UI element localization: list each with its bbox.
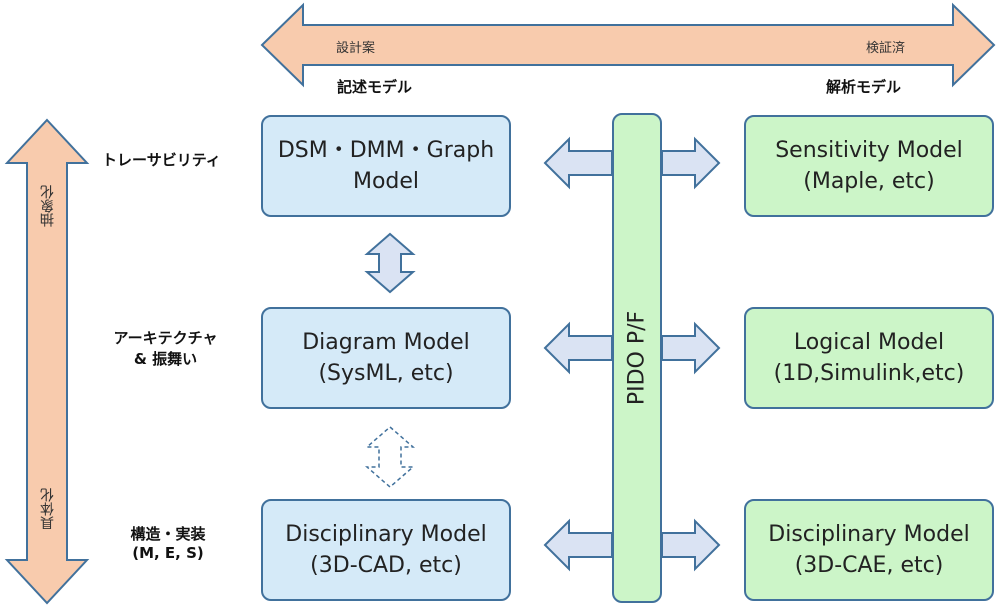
level-label-architecture-line2: & 振舞い	[133, 350, 198, 368]
right-connector-arrow-2	[661, 321, 721, 375]
disciplinary-cae-model-title: Disciplinary Model	[768, 522, 970, 547]
design-to-verified-axis-arrow	[260, 2, 996, 88]
left-connector-arrow-2	[543, 321, 613, 375]
level-label-structure-line1: 構造・実装	[130, 525, 206, 543]
level-label-traceability: トレーサビリティ	[102, 151, 221, 169]
diagram-model-subtitle: (SysML, etc)	[318, 361, 454, 386]
level-label-structure-line2: (M, E, S)	[132, 544, 204, 562]
diagram-model-box: Diagram Model (SysML, etc)	[261, 307, 511, 409]
sensitivity-model-subtitle: (Maple, etc)	[803, 169, 935, 194]
logical-model-box: Logical Model (1D,Simulink,etc)	[744, 307, 994, 409]
dsm-dmm-graph-model-box: DSM・DMM・Graph Model	[261, 115, 511, 217]
left-connector-arrow-1	[543, 136, 613, 190]
abstraction-axis-arrow	[4, 118, 90, 605]
logical-model-subtitle: (1D,Simulink,etc)	[773, 361, 965, 386]
concretization-label: 具体化	[40, 488, 56, 530]
design-draft-label: 設計案	[336, 41, 376, 56]
level-label-architecture: アーキテクチャ & 振舞い	[103, 327, 228, 369]
dsm-model-title: DSM・DMM・Graph	[277, 138, 495, 163]
disciplinary-cae-model-subtitle: (3D-CAE, etc)	[794, 553, 944, 578]
dsm-diagram-link-arrow	[364, 232, 416, 294]
analysis-model-title: 解析モデル	[826, 78, 902, 96]
level-label-structure: 構造・実装 (M, E, S)	[118, 523, 218, 562]
dsm-model-subtitle: Model	[352, 169, 420, 194]
disciplinary-cae-model-box: Disciplinary Model (3D-CAE, etc)	[744, 499, 994, 601]
abstraction-label: 抽象化	[40, 185, 56, 227]
pido-platform-bar: PIDO P/F	[612, 113, 662, 603]
left-connector-arrow-3	[543, 518, 613, 572]
diagram-disciplinary-link-arrow	[364, 426, 416, 488]
diagram-model-title: Diagram Model	[302, 330, 470, 355]
pido-platform-label: PIDO P/F	[624, 310, 650, 406]
verified-label: 検証済	[866, 41, 906, 56]
right-connector-arrow-1	[661, 136, 721, 190]
disciplinary-cad-model-box: Disciplinary Model (3D-CAD, etc)	[261, 499, 511, 601]
logical-model-title: Logical Model	[793, 330, 945, 355]
level-label-architecture-line1: アーキテクチャ	[113, 329, 218, 347]
sensitivity-model-box: Sensitivity Model (Maple, etc)	[744, 115, 994, 217]
right-connector-arrow-3	[661, 518, 721, 572]
disciplinary-cad-model-subtitle: (3D-CAD, etc)	[310, 553, 462, 578]
sensitivity-model-title: Sensitivity Model	[775, 138, 963, 163]
descriptive-model-title: 記述モデル	[337, 78, 413, 96]
disciplinary-cad-model-title: Disciplinary Model	[285, 522, 487, 547]
